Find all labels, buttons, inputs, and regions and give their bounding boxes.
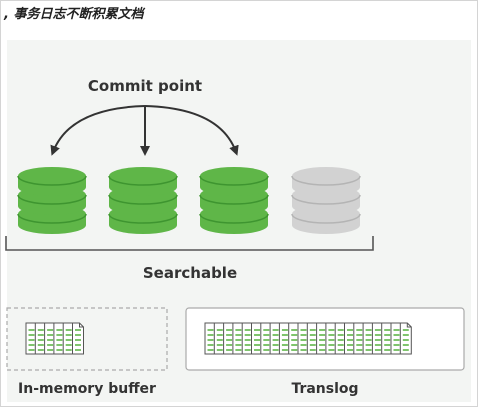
document-icon — [297, 322, 310, 355]
commit-arrow-left — [50, 105, 146, 156]
in-memory-buffer-box — [6, 307, 168, 371]
document-icon — [25, 322, 38, 355]
segment-group — [17, 167, 361, 234]
document-icon — [223, 322, 236, 355]
segment-committed — [108, 167, 178, 234]
segment-uncommitted — [291, 167, 361, 234]
figure-caption: , 事务日志不断积累文档 — [4, 7, 144, 22]
commit-arrows — [50, 105, 239, 156]
buffer-docs — [25, 322, 84, 355]
segment-committed — [199, 167, 269, 234]
document-icon — [381, 322, 394, 355]
document-icon — [334, 322, 347, 355]
document-icon — [325, 322, 338, 355]
in-memory-buffer-label: In-memory buffer — [18, 381, 156, 397]
commit-arrow-right — [144, 105, 239, 156]
document-icon — [251, 322, 263, 355]
searchable-bracket — [5, 236, 374, 251]
document-icon — [344, 322, 356, 355]
segment-committed — [17, 167, 87, 234]
translog-docs — [204, 322, 412, 355]
document-icon — [399, 322, 412, 355]
translog-label: Translog — [291, 381, 358, 397]
document-icon — [72, 322, 84, 355]
commit-point-label: Commit point — [88, 77, 202, 95]
searchable-label: Searchable — [143, 264, 237, 282]
document-icon — [353, 322, 366, 355]
